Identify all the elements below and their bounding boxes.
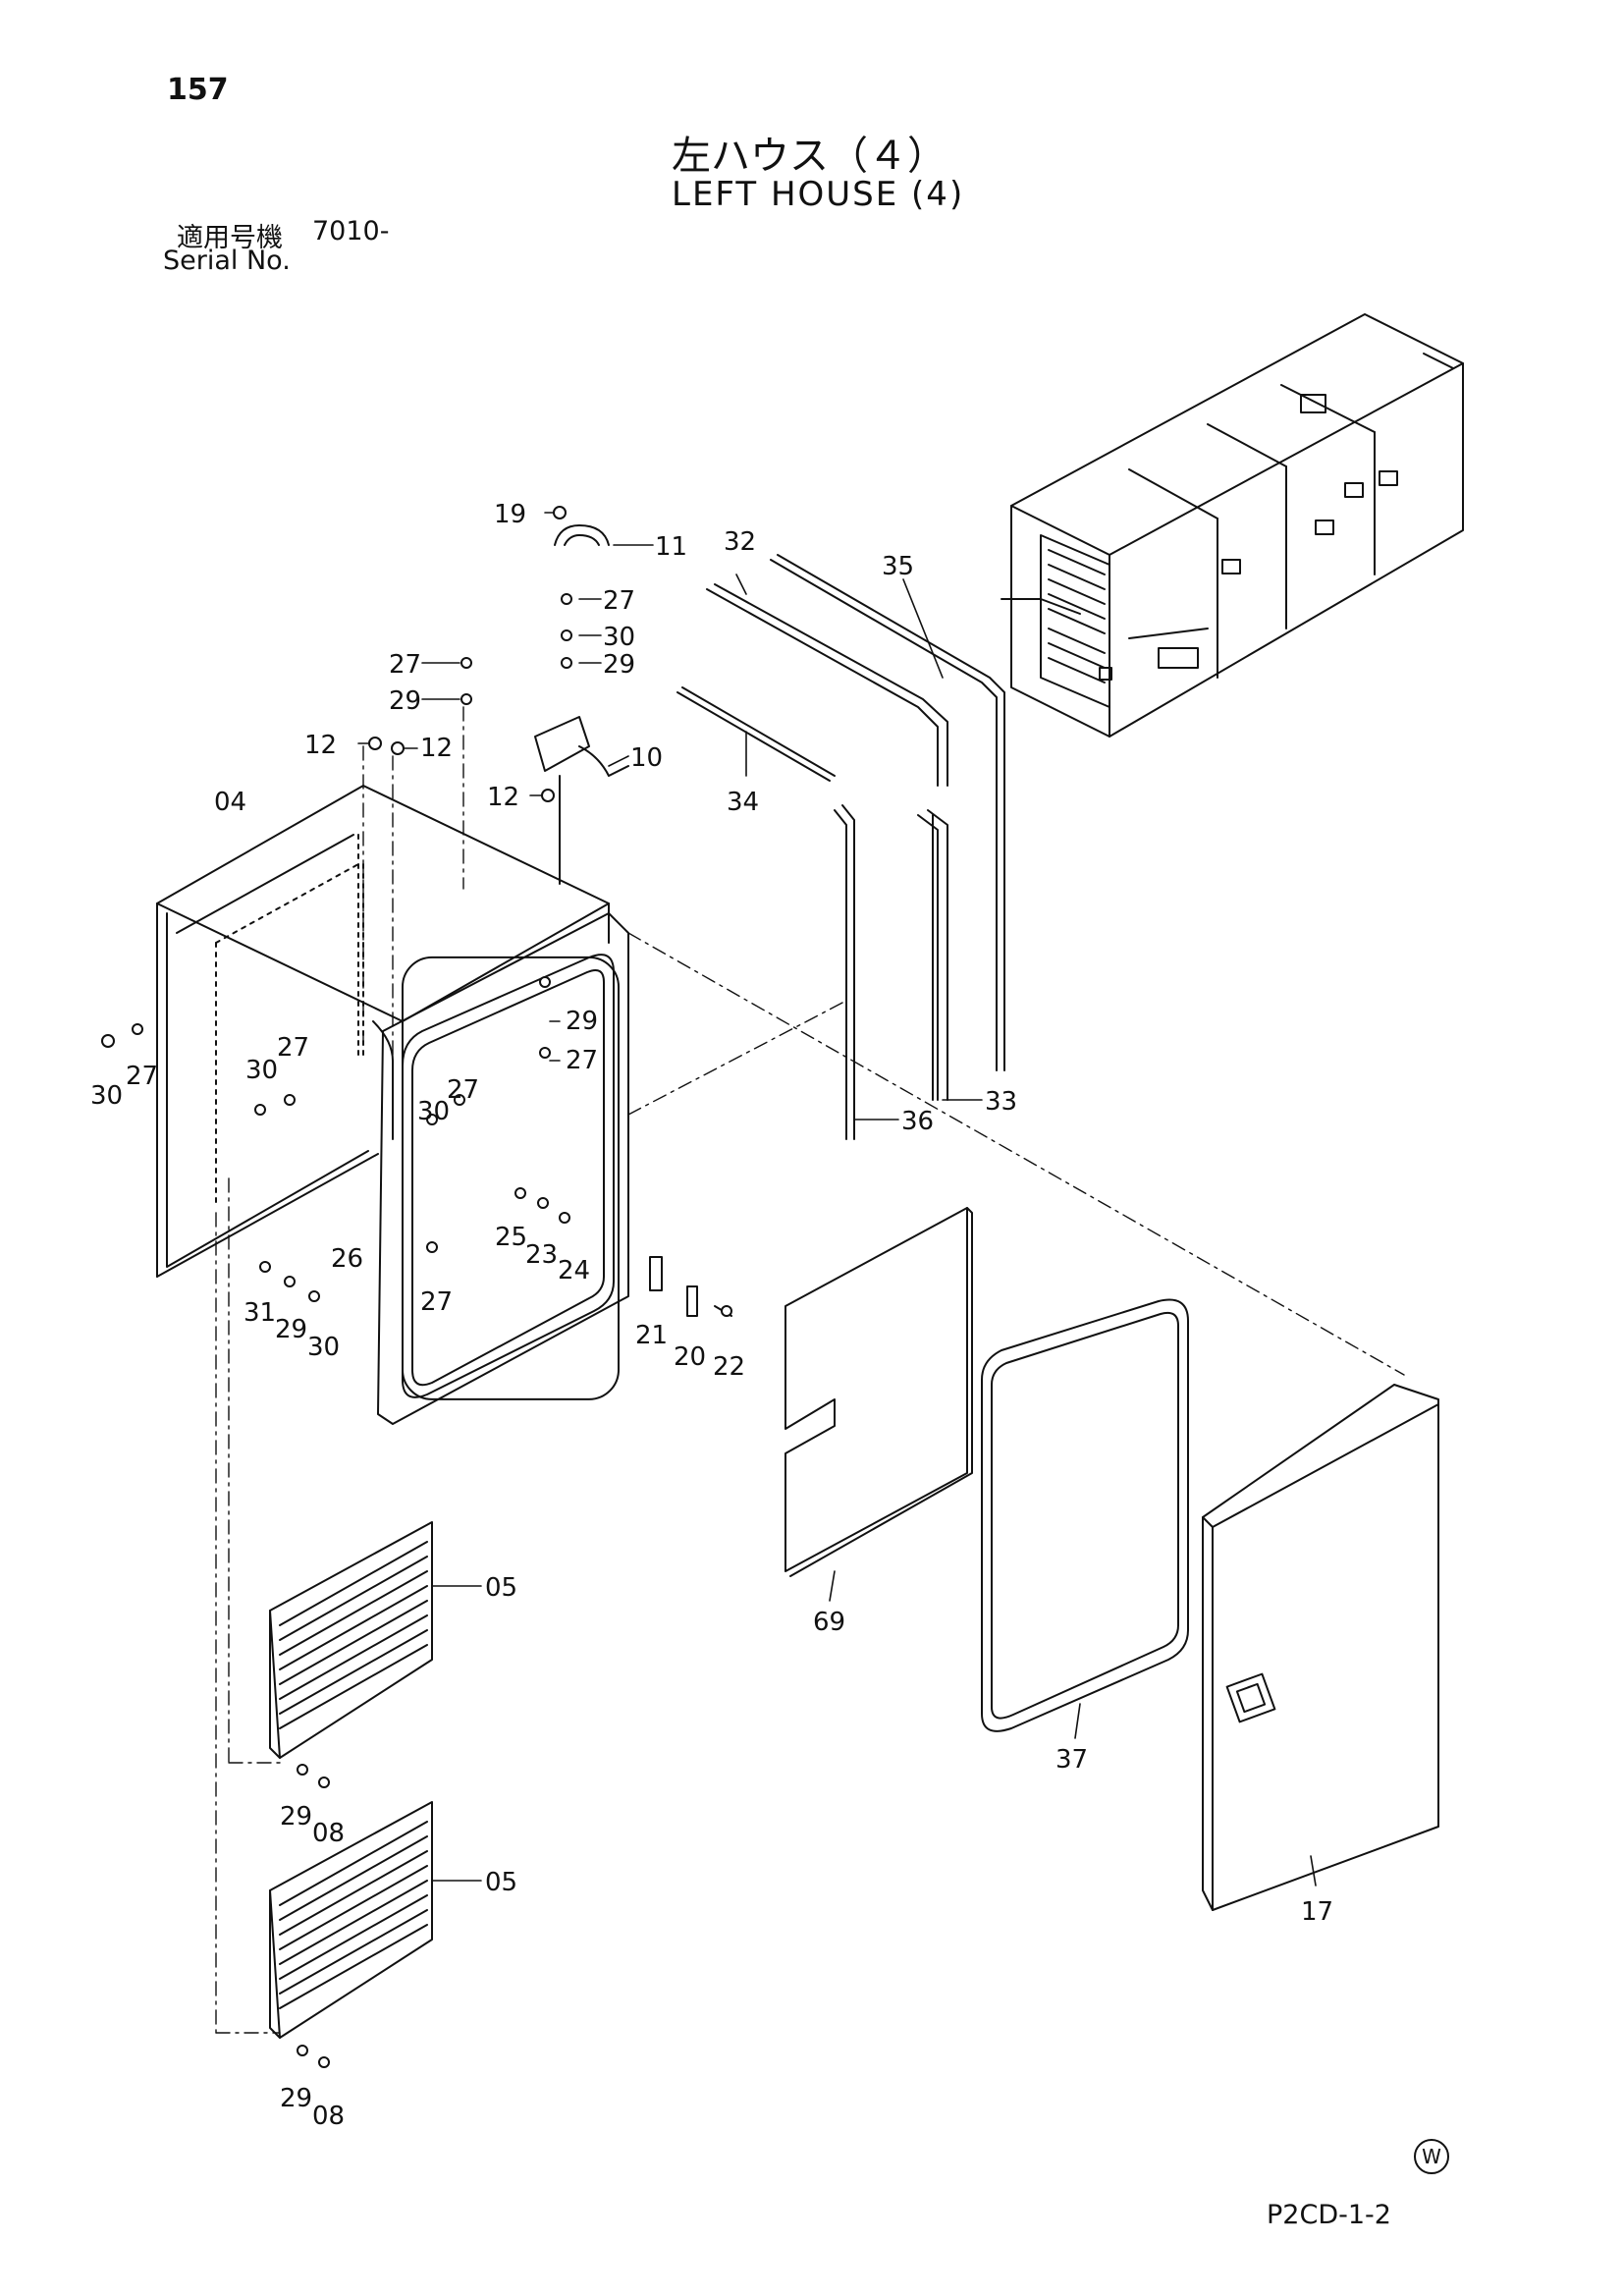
- assembly-lines: [215, 706, 1405, 2034]
- callout-05: 05: [485, 1573, 517, 1603]
- corner-mark-w: W: [1414, 2139, 1449, 2174]
- weatherstrip-36: [834, 804, 855, 1140]
- u-clip-11: [554, 524, 610, 546]
- callout-labels: 19 11 27 30 29 27 29 12 12 10 12 04 32 3…: [90, 500, 1333, 2131]
- window-seal-37: [981, 1298, 1189, 1732]
- hinge-parts: [649, 1256, 732, 1317]
- machine-overview-illustration: [1001, 313, 1464, 738]
- callout-27: 27: [389, 650, 421, 680]
- callout-04: 04: [214, 788, 246, 817]
- callout-26: 26: [331, 1244, 363, 1274]
- door-frame: [377, 912, 629, 1425]
- callout-30: 30: [417, 1097, 450, 1126]
- callout-11: 11: [655, 532, 687, 562]
- callout-32: 32: [724, 527, 756, 557]
- callout-29: 29: [280, 1802, 312, 1831]
- callout-25: 25: [495, 1223, 527, 1252]
- door-panel-17: [1202, 1384, 1439, 1911]
- callout-22: 22: [713, 1352, 745, 1382]
- serial-label-english: Serial No.: [163, 246, 291, 276]
- callout-27: 27: [126, 1062, 158, 1091]
- page-number: 157: [167, 73, 229, 107]
- weatherstrip-33: [917, 809, 948, 1101]
- page-title-english: LEFT HOUSE (4): [672, 175, 965, 214]
- weatherstrip-35: [770, 554, 1005, 1071]
- callout-17: 17: [1301, 1897, 1333, 1927]
- callout-36: 36: [901, 1107, 934, 1136]
- callout-19: 19: [494, 500, 526, 529]
- house-frame-04: [156, 785, 610, 1278]
- callout-21: 21: [635, 1321, 668, 1350]
- grille-05-lower: [269, 1801, 433, 2039]
- callout-34: 34: [727, 788, 759, 817]
- callout-27: 27: [277, 1033, 309, 1063]
- callout-10: 10: [630, 743, 663, 773]
- callout-69: 69: [813, 1608, 845, 1637]
- leader-lines: [357, 512, 1317, 1886]
- callout-29: 29: [389, 686, 421, 716]
- callout-23: 23: [525, 1240, 558, 1270]
- callout-20: 20: [674, 1342, 706, 1372]
- grille-05-upper: [269, 1521, 433, 1759]
- weatherstrip-32: [706, 583, 948, 787]
- callout-37: 37: [1055, 1745, 1088, 1775]
- callout-30: 30: [90, 1081, 123, 1111]
- weatherstrip-34: [676, 686, 836, 782]
- callout-35: 35: [882, 552, 914, 581]
- callout-08: 08: [312, 2102, 345, 2131]
- callout-29: 29: [280, 2084, 312, 2113]
- callout-30: 30: [245, 1056, 278, 1085]
- callout-29: 29: [566, 1007, 598, 1036]
- callout-05: 05: [485, 1868, 517, 1897]
- callout-29: 29: [603, 650, 635, 680]
- insulation-69: [784, 1207, 973, 1577]
- page-title-japanese: 左ハウス（４）: [672, 134, 947, 179]
- callout-30: 30: [603, 623, 635, 652]
- callout-27: 27: [447, 1075, 479, 1105]
- callout-24: 24: [558, 1256, 590, 1285]
- fasteners: [101, 506, 732, 2068]
- callout-27: 27: [566, 1046, 598, 1075]
- serial-number-value: 7010-: [312, 216, 390, 246]
- callout-08: 08: [312, 1819, 345, 1848]
- callout-27: 27: [603, 586, 635, 616]
- callout-12: 12: [487, 783, 519, 812]
- serial-label-japanese: 適用号機: [177, 223, 283, 253]
- bracket-10: [534, 716, 629, 885]
- callout-31: 31: [243, 1298, 276, 1328]
- callout-27: 27: [420, 1287, 453, 1317]
- drawing-code: P2CD-1-2: [1267, 2200, 1391, 2230]
- callout-33: 33: [985, 1087, 1017, 1117]
- callout-12: 12: [304, 731, 337, 760]
- callout-30: 30: [307, 1333, 340, 1362]
- callout-12: 12: [420, 734, 453, 763]
- callout-29: 29: [275, 1315, 307, 1344]
